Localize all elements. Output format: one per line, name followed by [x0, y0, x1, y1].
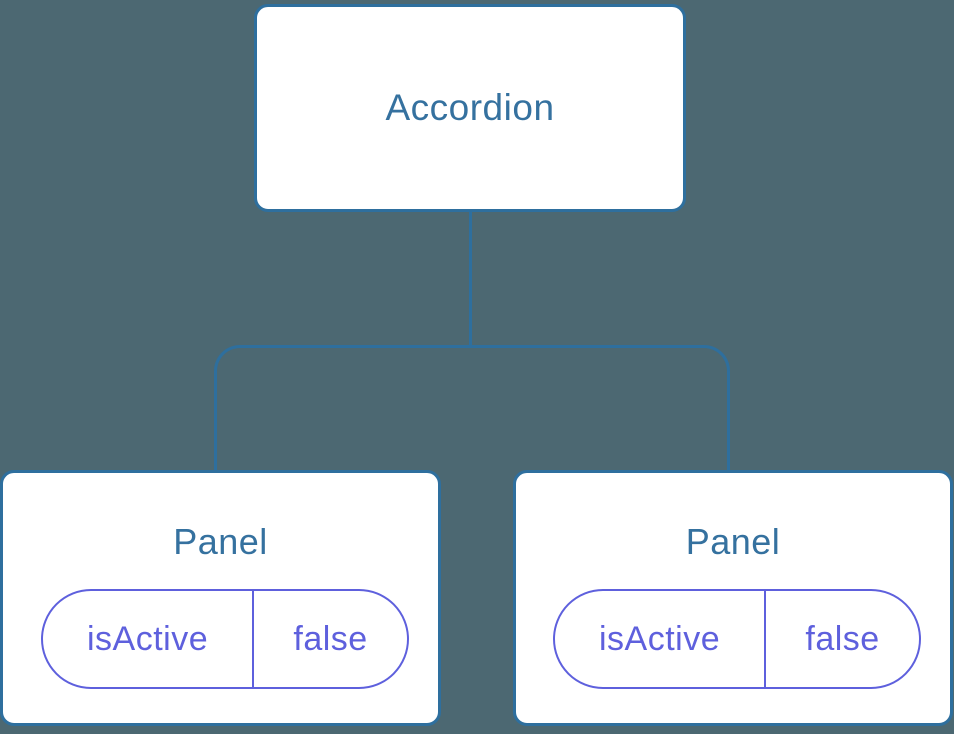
prop-pill: isActive false: [41, 589, 409, 689]
accordion-node-label: Accordion: [385, 87, 555, 128]
prop-name: isActive: [43, 591, 255, 687]
panel-node-left: Panel isActive false: [0, 470, 441, 726]
prop-value: false: [805, 619, 880, 658]
panel-title: Panel: [173, 521, 268, 562]
prop-pill: isActive false: [553, 589, 921, 689]
connector-vertical-line: [469, 211, 472, 348]
prop-name: isActive: [555, 591, 767, 687]
accordion-node: Accordion: [254, 4, 686, 212]
panel-title: Panel: [685, 521, 781, 562]
connector-bracket: [214, 345, 730, 471]
panel-node-right: Panel isActive false: [513, 470, 953, 726]
prop-value: false: [293, 619, 368, 658]
